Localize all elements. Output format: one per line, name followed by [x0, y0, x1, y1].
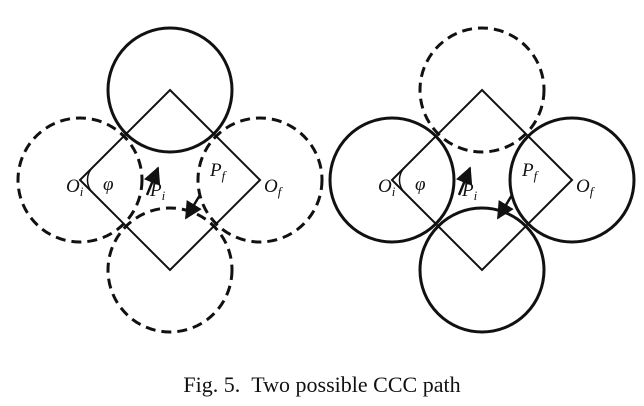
label-phi: φ — [103, 174, 114, 195]
label-phi: φ — [415, 174, 426, 195]
label-oi: Oi — [66, 176, 84, 199]
circle-top-solid — [106, 26, 234, 154]
circle-bottom-dashed — [106, 206, 234, 334]
label-pf: Pf — [521, 160, 540, 183]
circle-right-dashed — [196, 116, 324, 244]
circle-left-dashed — [16, 116, 144, 244]
diamond — [390, 88, 574, 272]
arrow-pf — [496, 194, 514, 220]
label-oi: Oi — [378, 176, 396, 199]
diamond — [78, 88, 262, 272]
figure-caption: Fig. 5. Two possible CCC path — [0, 372, 644, 398]
circle-right-solid — [508, 116, 636, 244]
arrow-pf — [184, 194, 202, 220]
caption-text: Two possible CCC path — [251, 372, 461, 397]
label-pf: Pf — [209, 160, 228, 183]
circle-top-dashed — [418, 26, 546, 154]
label-of: Of — [264, 176, 284, 199]
angle-phi-arc — [398, 166, 406, 194]
arrow-pi — [143, 166, 161, 196]
right-panel: Oi φ Pi Pf Of — [328, 26, 636, 334]
label-pi: Pi — [461, 180, 478, 203]
ccc-path-figure: Oi φ Pi Pf Of Oi φ Pi Pf Of — [16, 26, 636, 334]
angle-phi-arc — [86, 166, 94, 194]
label-pi: Pi — [149, 180, 166, 203]
circle-left-solid — [328, 116, 456, 244]
caption-prefix: Fig. 5. — [183, 372, 241, 397]
left-panel: Oi φ Pi Pf Of — [16, 26, 324, 334]
circle-bottom-solid — [418, 206, 546, 334]
arrow-pi — [455, 166, 473, 196]
label-of: Of — [576, 176, 596, 199]
